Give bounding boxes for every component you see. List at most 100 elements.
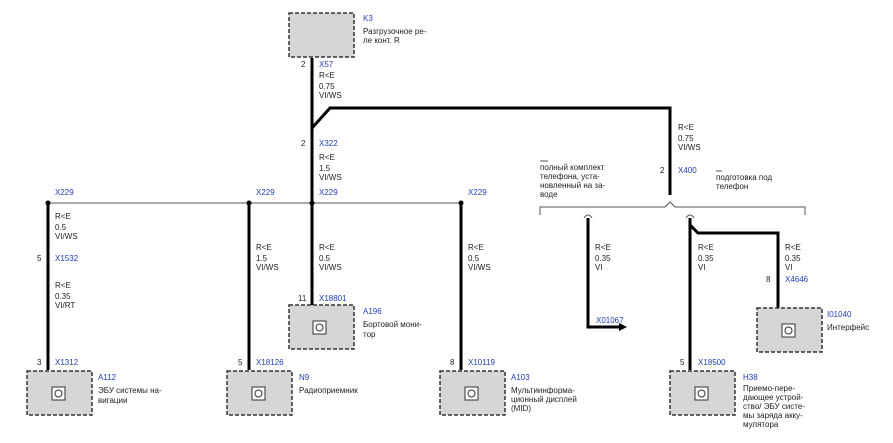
pin-n9: 5 [238, 358, 243, 367]
note-full-kit-3: новленный на за- [540, 181, 606, 190]
pin-x322: 2 [301, 139, 306, 148]
arrow-x01067 [619, 323, 627, 331]
h38-name-3: ство/ ЭБУ систе- [743, 402, 805, 411]
n9-name-1: Радиоприемник [299, 386, 358, 395]
connector-x4646: X4646 [785, 275, 809, 284]
connector-x322: X322 [319, 139, 338, 148]
wire-labels: R<E 0.75 VI/WS R<E 1.5 VI/WS R<E 0.75 VI… [55, 71, 801, 310]
wire-to-x01067 [586, 218, 620, 329]
wire-n9-spec-1: R<E [256, 243, 272, 252]
wire-a112-top-spec-2: 0.5 [55, 223, 67, 232]
connector-x229-c: X229 [319, 188, 338, 197]
k3-box [288, 12, 355, 58]
connector-x18500: X18500 [698, 358, 726, 367]
k3-id: K3 [363, 14, 373, 23]
a103-name-1: Мультиинформа- [511, 386, 575, 395]
note-prep-1: подготовка под [716, 173, 773, 182]
wire-n9-spec-2: 1.5 [256, 254, 268, 263]
wire-x400-spec-3: VI/WS [678, 143, 701, 152]
wire-i01040-spec-1: R<E [785, 243, 801, 252]
wire-x322-down-spec-3: VI/WS [319, 173, 342, 182]
wire-a196-spec-2: 0.5 [319, 254, 331, 263]
wire-i01040-spec-2: 0.35 [785, 254, 801, 263]
components [26, 12, 823, 416]
connector-x229-d: X229 [468, 188, 487, 197]
connector-x1312: X1312 [55, 358, 79, 367]
a196-box[interactable] [288, 304, 355, 350]
a112-name-2: вигации [98, 396, 127, 405]
junction-dot [45, 200, 51, 206]
wire-h38-spec-1: R<E [698, 243, 714, 252]
wire-a103-spec-1: R<E [468, 243, 484, 252]
wire-a112-bot-spec-2: 0.35 [55, 292, 71, 301]
wire-i01040-spec-3: VI [785, 263, 793, 272]
connector-labels: 2 X57 2 X322 2 X400 X229 X229 X229 X229 … [37, 60, 809, 367]
wire-k3-x322-spec-3: VI/WS [319, 91, 342, 100]
n9-chip-icon [251, 386, 266, 401]
wire-k3-x322-spec-1: R<E [319, 71, 335, 80]
wire-a112-top-spec-1: R<E [55, 212, 71, 221]
connector-x229-b: X229 [256, 188, 275, 197]
wire-a112-bot-spec-1: R<E [55, 281, 71, 290]
pin-a103: 8 [450, 358, 455, 367]
wire-x01067-spec-2: 0.35 [595, 254, 611, 263]
wire-h38-spec-2: 0.35 [698, 254, 714, 263]
junction-dot [458, 200, 464, 206]
a196-name-2: тор [363, 330, 376, 339]
a196-id: A196 [363, 307, 382, 316]
wire-x01067-spec-1: R<E [595, 243, 611, 252]
h38-name-4: мы заряда акку- [743, 411, 803, 420]
connector-x400: X400 [678, 166, 697, 175]
wire-x322-down-spec-2: 1.5 [319, 164, 331, 173]
a103-name-3: (MID) [511, 404, 531, 413]
note-full-kit-1: полный комплект [540, 163, 605, 172]
a196-name-1: Бортовой мони- [363, 320, 422, 329]
pin-h38: 5 [680, 358, 685, 367]
a112-chip-icon [51, 386, 66, 401]
a196-chip-icon [312, 320, 327, 335]
junction-dot [309, 200, 315, 206]
wire-k3-x322-spec-2: 0.75 [319, 82, 335, 91]
h38-name-2: дающее устрой- [743, 393, 804, 402]
wire-h38-spec-3: VI [698, 263, 706, 272]
wire-a112-bot-spec-3: VI/RT [55, 301, 75, 310]
n9-id: N9 [299, 373, 310, 382]
wire-to-i01040 [688, 223, 780, 308]
pin-x400: 2 [660, 166, 665, 175]
wire-n9-spec-3: VI/WS [256, 263, 279, 272]
k3-name-2: ле конт. R [363, 36, 400, 45]
a103-chip-icon [464, 386, 479, 401]
i01040-chip-icon [781, 323, 796, 338]
variant-bracket [539, 201, 806, 215]
wires [45, 58, 806, 370]
h38-name-5: мулятора [743, 420, 779, 429]
note-full-kit-2: телефона, уста- [540, 172, 600, 181]
wire-a103-spec-2: 0.5 [468, 254, 480, 263]
connector-x57: X57 [319, 60, 334, 69]
wire-x400-spec-2: 0.75 [678, 134, 694, 143]
connector-x1532: X1532 [55, 254, 79, 263]
a112-id: A112 [98, 373, 117, 382]
a103-id: A103 [511, 373, 530, 382]
a103-name-2: ционный дисплей [511, 395, 577, 404]
pin-x4646: 8 [766, 275, 771, 284]
connector-x10119: X10119 [468, 358, 496, 367]
pin-k3: 2 [301, 60, 306, 69]
junction-dot [246, 200, 252, 206]
h38-name-1: Приемо-пере- [743, 384, 795, 393]
wire-a196-spec-3: VI/WS [319, 263, 342, 272]
break-mark-2 [685, 214, 695, 219]
wire-x01067-spec-3: VI [595, 263, 603, 272]
pin-a196: 11 [298, 294, 307, 303]
i01040-name-1: Интерфейс [827, 323, 869, 332]
wire-x322-to-x400 [310, 106, 672, 195]
wire-x322-down-spec-1: R<E [319, 153, 335, 162]
variant-notes: полный комплект телефона, уста- новленны… [540, 160, 773, 199]
a112-name-1: ЭБУ системы на- [98, 386, 162, 395]
connector-x01067: X01067 [596, 316, 624, 325]
pin-x1532: 5 [37, 254, 42, 263]
h38-chip-icon [694, 386, 709, 401]
pin-a112: 3 [37, 358, 42, 367]
wire-a103-spec-3: VI/WS [468, 263, 491, 272]
